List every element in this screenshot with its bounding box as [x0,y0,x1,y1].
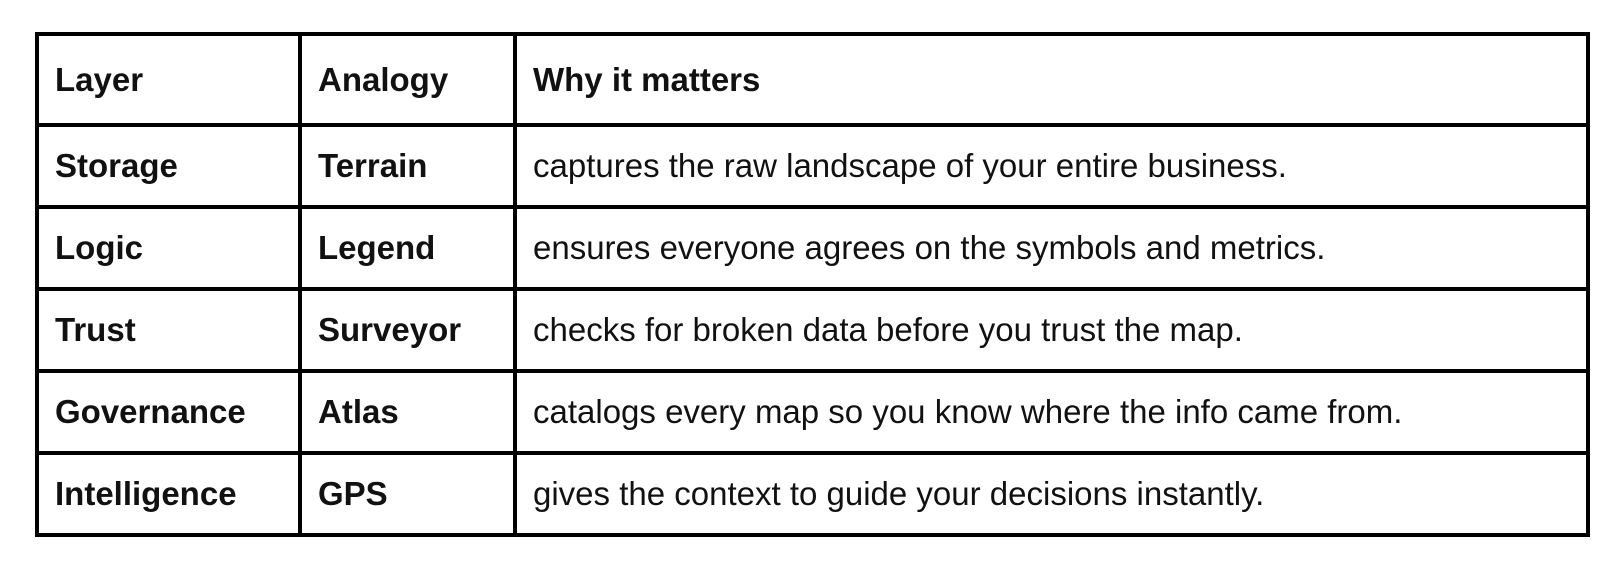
cell-layer: Storage [35,123,302,209]
header-cell-why: Why it matters [513,32,1590,127]
cell-why: checks for broken data before you trust … [513,287,1590,373]
cell-layer: Logic [35,205,302,291]
cell-analogy: Legend [298,205,517,291]
header-row: Layer Analogy Why it matters [35,32,1590,127]
table-row-intelligence: Intelligence GPS gives the context to gu… [35,451,1590,537]
cell-why: gives the context to guide your decision… [513,451,1590,537]
cell-layer: Trust [35,287,302,373]
cell-analogy: Surveyor [298,287,517,373]
table-row-logic: Logic Legend ensures everyone agrees on … [35,205,1590,291]
cell-layer: Governance [35,369,302,455]
cell-analogy: Atlas [298,369,517,455]
table-row-governance: Governance Atlas catalogs every map so y… [35,369,1590,455]
table-header: Layer Analogy Why it matters [35,32,1590,127]
layer-analogy-table: Layer Analogy Why it matters Storage Ter… [35,32,1590,537]
table-body: Storage Terrain captures the raw landsca… [35,123,1590,537]
cell-layer: Intelligence [35,451,302,537]
table-row-storage: Storage Terrain captures the raw landsca… [35,123,1590,209]
table-row-trust: Trust Surveyor checks for broken data be… [35,287,1590,373]
cell-why: captures the raw landscape of your entir… [513,123,1590,209]
cell-why: ensures everyone agrees on the symbols a… [513,205,1590,291]
header-cell-layer: Layer [35,32,302,127]
cell-analogy: GPS [298,451,517,537]
header-cell-analogy: Analogy [298,32,517,127]
cell-analogy: Terrain [298,123,517,209]
cell-why: catalogs every map so you know where the… [513,369,1590,455]
